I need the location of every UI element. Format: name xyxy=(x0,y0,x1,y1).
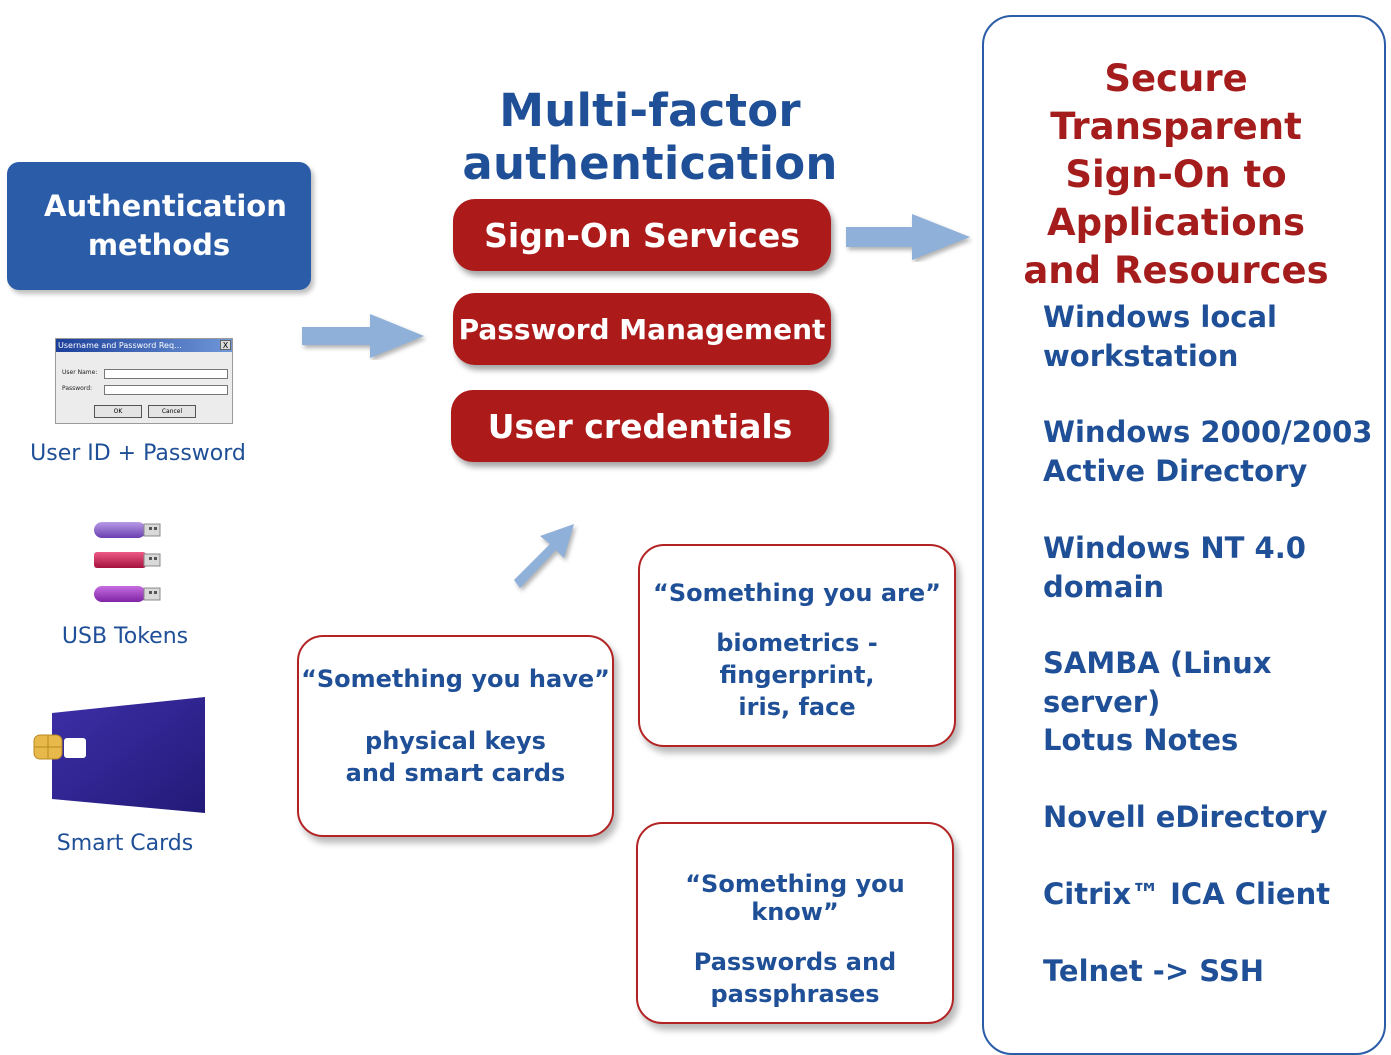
method-label-user-id-password: User ID + Password xyxy=(30,441,246,466)
dialog-username-field xyxy=(104,369,228,379)
dialog-password-field xyxy=(104,385,228,395)
usb-token-icon xyxy=(94,522,161,602)
factor-something-you-know: “Something you know” Passwords and passp… xyxy=(636,822,954,1024)
destination-panel xyxy=(982,15,1386,1055)
dialog-titlebar: Username and Password Req... X xyxy=(56,339,232,352)
dialog-username-label: User Name: xyxy=(62,369,98,376)
authentication-methods-heading: Authentication methods xyxy=(44,189,287,262)
target-windows-nt: Windows NT 4.0 domain xyxy=(1043,531,1306,604)
factor-something-you-are: “Something you are” biometrics - fingerp… xyxy=(638,544,956,747)
factor-description: biometrics - fingerprint, iris, face xyxy=(716,629,878,721)
login-dialog-icon: Username and Password Req... X User Name… xyxy=(55,338,233,424)
factor-something-you-have: “Something you have” physical keys and s… xyxy=(297,635,614,837)
smart-card-icon xyxy=(33,697,205,813)
dialog-close-icon: X xyxy=(220,340,231,350)
diagram-title: Multi-factor authentication xyxy=(462,84,838,190)
password-management-label: Password Management xyxy=(458,312,826,346)
method-label-smart-cards: Smart Cards xyxy=(56,831,194,856)
target-telnet-ssh: Telnet -> SSH xyxy=(1043,954,1264,988)
dialog-title: Username and Password Req... xyxy=(58,341,182,350)
factor-quote: “Something you have” xyxy=(301,665,610,693)
factor-quote: “Something you know” xyxy=(685,870,905,926)
target-novell-edirectory: Novell eDirectory xyxy=(1043,800,1328,834)
sign-on-services-label: Sign-On Services xyxy=(484,215,800,255)
factor-description: physical keys and smart cards xyxy=(345,727,566,787)
target-citrix-ica: Citrix™ ICA Client xyxy=(1043,877,1331,911)
dialog-password-label: Password: xyxy=(62,385,93,392)
target-windows-local: Windows local workstation xyxy=(1043,300,1277,373)
dialog-ok-button: OK xyxy=(94,405,142,418)
dialog-cancel-button: Cancel xyxy=(148,405,196,418)
destination-title: Secure Transparent Sign-On to Applicatio… xyxy=(1023,57,1329,292)
arrow-right-icon xyxy=(846,214,970,260)
user-credentials-label: User credentials xyxy=(487,406,793,446)
user-credentials-pill: User credentials xyxy=(451,390,829,462)
target-lotus-notes: Lotus Notes xyxy=(1043,723,1239,757)
target-samba: SAMBA (Linux server) xyxy=(1043,646,1272,719)
sign-on-services-pill: Sign-On Services xyxy=(453,199,831,271)
method-label-usb-tokens: USB Tokens xyxy=(61,624,189,649)
authentication-methods-box: Authentication methods xyxy=(7,162,311,290)
password-management-pill: Password Management xyxy=(453,293,831,365)
factor-quote: “Something you are” xyxy=(653,579,941,607)
factor-description: Passwords and passphrases xyxy=(693,948,897,1008)
arrow-right-icon xyxy=(302,314,424,358)
target-windows-2000-2003: Windows 2000/2003 Active Directory xyxy=(1043,415,1373,488)
arrow-up-right-icon xyxy=(514,524,574,588)
